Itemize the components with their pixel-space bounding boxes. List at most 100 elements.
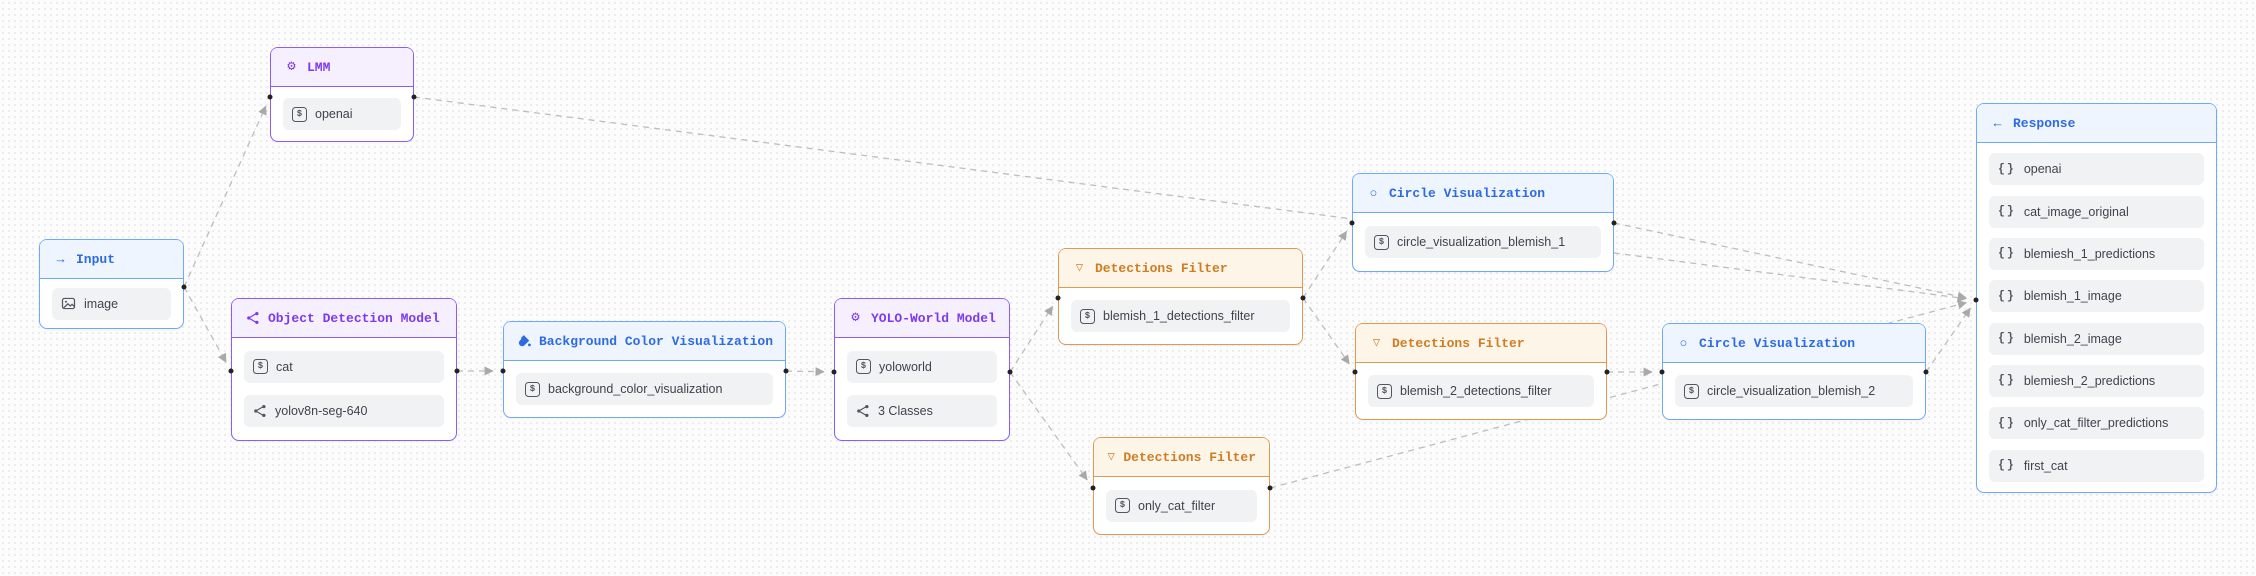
- node-field[interactable]: {}blemish_2_image: [1989, 322, 2204, 355]
- edge-cv1-to-response: [1613, 222, 1967, 301]
- dollar-icon: $: [856, 359, 871, 375]
- port-dot[interactable]: [831, 369, 837, 375]
- node-body: $ circle_visualization_blemish_1: [1353, 213, 1613, 271]
- molecule-icon: [246, 311, 259, 325]
- node-field-label: openai: [315, 107, 353, 121]
- node-cv2[interactable]: ○Circle Visualization $circle_visualizati…: [1662, 323, 1926, 420]
- node-body: {}openai{}cat_image_original{}blemiesh_1…: [1977, 143, 2216, 492]
- node-field[interactable]: $ circle_visualization_blemish_1: [1365, 226, 1601, 258]
- port-dot[interactable]: [1923, 369, 1929, 375]
- node-body: $ openai: [271, 87, 413, 141]
- node-field[interactable]: $ openai: [283, 98, 401, 130]
- port-dot[interactable]: [1055, 295, 1061, 301]
- node-response[interactable]: ←Response{}openai{}cat_image_original{}b…: [1976, 103, 2217, 493]
- node-field[interactable]: 3 Classes: [847, 395, 997, 428]
- node-lmm[interactable]: ⚙LMM $ openai: [270, 47, 414, 142]
- node-field[interactable]: $cat: [244, 350, 444, 383]
- node-field[interactable]: {} openai: [1989, 153, 2204, 186]
- port-dot[interactable]: [1973, 297, 1979, 303]
- node-title: YOLO-World Model: [871, 310, 996, 326]
- port-dot[interactable]: [411, 94, 417, 100]
- node-df1[interactable]: ▽Detections Filter$blemish_1_detections_…: [1058, 248, 1303, 345]
- node-title: Response: [2013, 115, 2076, 131]
- dollar-icon: $: [1080, 308, 1095, 324]
- edge-input-to-lmm: [183, 105, 267, 288]
- port-dot[interactable]: [783, 368, 789, 374]
- arrow-right-icon: →: [56, 251, 65, 267]
- port-dot[interactable]: [267, 94, 273, 100]
- port-dot[interactable]: [1352, 369, 1358, 375]
- node-field[interactable]: yolov8n-seg-640: [244, 395, 444, 428]
- paint-bucket-icon: [518, 335, 531, 347]
- braces-icon: {}: [1998, 458, 2016, 472]
- port-dot[interactable]: [1349, 220, 1355, 226]
- port-dot[interactable]: [1267, 485, 1273, 491]
- node-input[interactable]: →Input image: [39, 239, 184, 329]
- node-yolo[interactable]: ⚙YOLO-World Model$yoloworld 3 Classes: [834, 298, 1010, 441]
- port-dot[interactable]: [228, 368, 234, 374]
- port-dot[interactable]: [181, 284, 187, 290]
- node-title: Object Detection Model: [268, 310, 440, 326]
- dollar-icon: $: [1115, 498, 1130, 513]
- node-field[interactable]: image: [52, 287, 171, 320]
- node-field[interactable]: $ blemish_1_detections_filter: [1071, 300, 1290, 332]
- node-field-label: openai: [2023, 162, 2062, 177]
- node-field-label: blemish_1_detections_filter: [1103, 309, 1255, 323]
- port-dot[interactable]: [454, 368, 460, 374]
- dollar-icon: $: [253, 359, 268, 375]
- image-icon: [61, 297, 76, 310]
- node-field[interactable]: {}blemiesh_2_predictions: [1989, 364, 2204, 397]
- node-field-label: circle_visualization_blemish_2: [1707, 384, 1876, 398]
- node-body: $ blemish_1_detections_filter: [1059, 288, 1302, 344]
- dollar-icon: $: [1374, 234, 1389, 250]
- node-df2[interactable]: ▽Detections Filter$blemish_2_detections_…: [1355, 323, 1607, 420]
- node-field-label: yolov8n-seg-640: [275, 404, 368, 419]
- node-field[interactable]: $only_cat_filter: [1106, 489, 1257, 522]
- node-cv1[interactable]: ○Circle Visualization$circle_visualizati…: [1352, 173, 1614, 272]
- node-header: Object Detection Model: [232, 299, 456, 338]
- node-field[interactable]: $circle_visualization_blemish_2: [1675, 375, 1913, 407]
- node-field[interactable]: $background_color_visualization: [516, 373, 773, 405]
- dollar-icon: $: [1377, 383, 1392, 399]
- node-field[interactable]: {}cat_image_original: [1989, 195, 2204, 228]
- node-header: ▽Detections Filter: [1094, 438, 1269, 477]
- node-field[interactable]: {}blemish_1_image: [1989, 280, 2204, 313]
- node-field[interactable]: {}first_cat: [1989, 449, 2204, 482]
- port-dot[interactable]: [1300, 295, 1306, 301]
- node-bcv[interactable]: Background Color Visualization $backgroun…: [503, 321, 786, 418]
- node-field[interactable]: $blemish_2_detections_filter: [1368, 375, 1594, 407]
- node-header: ⚙LMM: [271, 48, 413, 87]
- node-field-label: image: [84, 296, 119, 311]
- node-body: $only_cat_filter: [1094, 477, 1269, 534]
- node-field-label: background_color_visualization: [548, 382, 723, 396]
- braces-icon: {}: [1998, 416, 2016, 430]
- braces-icon: {}: [1998, 162, 2016, 176]
- node-field[interactable]: {}blemiesh_1_predictions: [1989, 237, 2204, 270]
- port-dot[interactable]: [1090, 485, 1096, 491]
- funnel-icon: ▽: [1075, 261, 1084, 275]
- node-header: Background Color Visualization: [504, 322, 785, 361]
- node-header: ←Response: [1977, 104, 2216, 143]
- circle-icon: ○: [1369, 185, 1378, 201]
- node-field[interactable]: {}only_cat_filter_predictions: [1989, 407, 2204, 440]
- port-dot[interactable]: [500, 368, 506, 374]
- node-odm[interactable]: Object Detection Model $cat yolov8n-seg-6…: [231, 298, 457, 441]
- node-field-label: circle_visualization_blemish_1: [1397, 235, 1566, 249]
- port-dot[interactable]: [1659, 369, 1665, 375]
- node-body: image: [40, 279, 183, 328]
- dollar-icon: $: [292, 106, 307, 122]
- node-body: $blemish_2_detections_filter: [1356, 363, 1606, 419]
- node-df3[interactable]: ▽Detections Filter $only_cat_filter: [1093, 437, 1270, 535]
- node-field-label: cat_image_original: [2023, 204, 2129, 219]
- edge-bcv-to-yolo: [785, 367, 825, 377]
- node-field-label: blemish_1_image: [2023, 289, 2122, 304]
- node-field-label: 3 Classes: [878, 404, 933, 419]
- edge-yolo-to-df1: [1009, 305, 1054, 373]
- node-field[interactable]: $yoloworld: [847, 350, 997, 383]
- port-dot[interactable]: [1007, 369, 1013, 375]
- port-dot[interactable]: [1611, 220, 1617, 226]
- node-header: ○Circle Visualization: [1663, 324, 1925, 363]
- port-dot[interactable]: [1604, 369, 1610, 375]
